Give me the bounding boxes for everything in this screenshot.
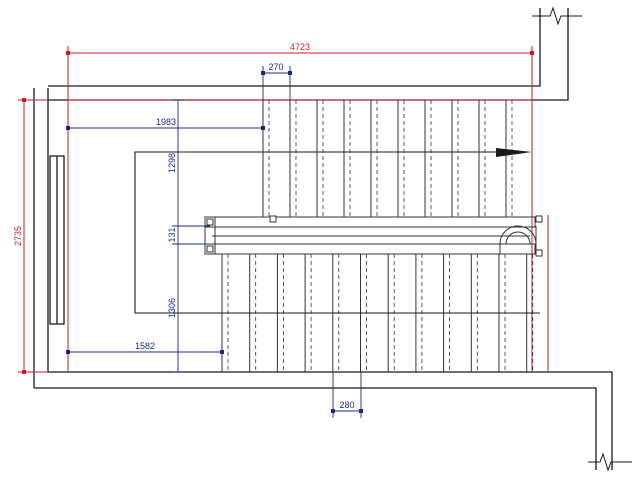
dimension-lines xyxy=(68,66,362,418)
tick-270-right xyxy=(288,71,292,75)
tick-2735-bottom xyxy=(22,370,26,374)
tick-1983-left xyxy=(66,126,70,130)
tick-1582-right xyxy=(220,350,224,354)
wall-bottom-right xyxy=(34,387,597,470)
walls xyxy=(33,8,613,470)
dim-label-landing-gap: 131 xyxy=(167,227,177,242)
handrail-turn-arc-inner xyxy=(505,231,531,245)
break-line-bottom xyxy=(588,452,632,472)
dim-label-upper-offset: 1983 xyxy=(156,117,176,127)
handrail-turn-arc xyxy=(499,225,537,245)
upper-flight-treads xyxy=(262,100,513,217)
handrail-post-right-a xyxy=(535,215,543,223)
red-dimension-ticks xyxy=(22,51,534,374)
tick-1983-right xyxy=(261,126,265,130)
walking-direction-arrow xyxy=(496,148,532,157)
handrail-post-right-b xyxy=(535,249,543,257)
handrail-post-left-b xyxy=(206,245,214,253)
handrail-upper xyxy=(204,216,536,228)
handrail-post-mid xyxy=(269,215,277,223)
handrail-left-end xyxy=(204,216,216,255)
tick-1582-left xyxy=(66,350,70,354)
dimension-ticks xyxy=(66,71,363,413)
tick-270-left xyxy=(261,71,265,75)
dim-label-total-width: 2735 xyxy=(13,226,23,246)
dim-label-tread-top: 270 xyxy=(268,62,283,72)
walking-line-path xyxy=(134,151,540,314)
handrail xyxy=(204,215,543,257)
handrail-post-left xyxy=(206,218,214,226)
break-line-top xyxy=(532,6,582,26)
room-outline xyxy=(18,46,549,373)
dim-label-lower-offset: 1582 xyxy=(135,341,155,351)
walking-line xyxy=(134,151,540,314)
dim-label-total-length: 4723 xyxy=(290,42,310,52)
break-lines xyxy=(532,6,632,472)
dim-label-tread-bottom: 280 xyxy=(339,400,354,410)
handrail-lower xyxy=(204,243,536,255)
dim-label-lower-flight-width: 1306 xyxy=(167,298,177,318)
tick-4723-left xyxy=(66,51,70,55)
dim-label-upper-flight-width: 1298 xyxy=(167,153,177,173)
wall-top-right-inner xyxy=(48,8,541,87)
tick-4723-right xyxy=(530,51,534,55)
tick-280-right xyxy=(359,409,363,413)
tick-2735-top xyxy=(22,98,26,102)
wall-bottom-right-inner xyxy=(48,371,613,470)
tick-280-left xyxy=(331,409,335,413)
